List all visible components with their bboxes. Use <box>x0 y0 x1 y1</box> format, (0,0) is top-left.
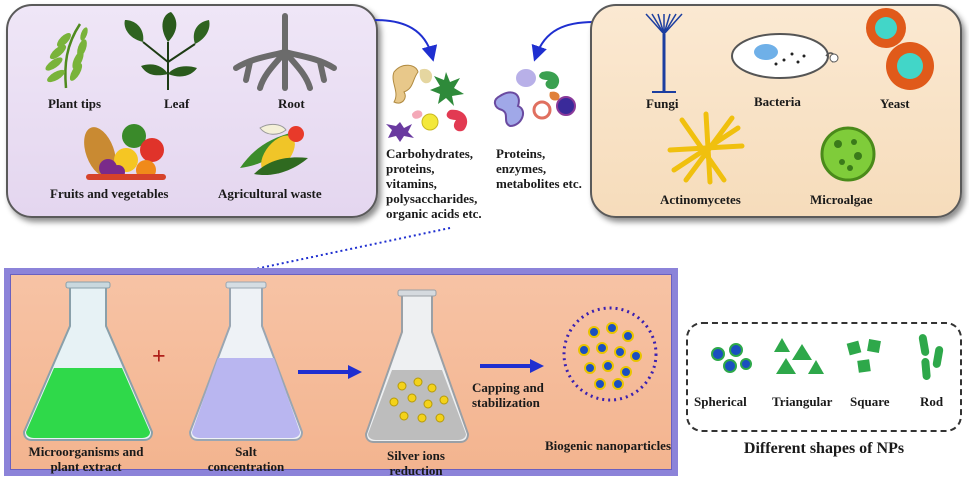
fruits-icon <box>84 124 166 180</box>
root-icon <box>233 13 337 91</box>
yeast-label: Yeast <box>880 96 910 111</box>
flask2-label-line: concentration <box>207 459 285 474</box>
spherical-label: Spherical <box>694 394 747 409</box>
plant-tips-label: Plant tips <box>48 96 102 111</box>
triangular-shape-icon <box>774 338 824 374</box>
flask1-label: Microorganisms and plant extract <box>29 444 144 474</box>
micro-biomolecule-line: enzymes, <box>496 161 547 176</box>
plant-biomolecule-line: Carbohydrates, <box>386 146 474 161</box>
plant-biomolecule-line: vitamins, <box>386 176 437 191</box>
plus-sign: + <box>152 344 166 370</box>
bacteria-icon <box>731 33 839 79</box>
microalgae-label: Microalgae <box>810 192 873 207</box>
capping-arrow <box>480 359 544 373</box>
agricultural-waste-label: Agricultural waste <box>218 186 322 201</box>
flask-icon <box>364 289 470 443</box>
shapes-caption: Different shapes of NPs <box>743 440 905 457</box>
micro-biomolecules-icon <box>494 69 576 128</box>
micro-biomolecule-line: Proteins, <box>496 146 546 161</box>
flask3-label: Silver ions reduction <box>387 448 445 478</box>
fern-icon <box>45 23 88 89</box>
flask2-label: Salt concentration <box>208 444 285 474</box>
micro-biomolecule-line: metabolites etc. <box>496 176 582 191</box>
yeast-icon <box>866 8 934 90</box>
rod-shape-icon <box>918 334 944 380</box>
reaction-arrow <box>298 365 362 379</box>
plant-biomolecules-text: Carbohydrates, proteins, vitamins, polys… <box>386 146 486 221</box>
capping-label: Capping and stabilization <box>472 380 544 410</box>
plant-biomolecule-line: polysaccharides, <box>386 191 478 206</box>
agri-waste-icon <box>240 123 308 176</box>
np-shapes-panel: Spherical Triangular Square Rod <box>686 322 962 432</box>
flask-icon <box>22 281 154 441</box>
spherical-shape-icon <box>711 343 752 373</box>
extract-to-process-arrow <box>140 227 451 298</box>
plant-biomolecules-icon <box>386 64 468 142</box>
micro-to-biomolecules-arrow <box>531 21 595 62</box>
synthesis-process-panel: + Microorganisms and plant extract Salt … <box>4 268 678 478</box>
plant-biomolecule-line: proteins, <box>386 161 435 176</box>
leaf-icon <box>124 12 210 90</box>
micro-biomolecules-text: Proteins, enzymes, metabolites etc. <box>496 146 592 191</box>
nanoparticle-icon <box>562 306 658 402</box>
square-label: Square <box>850 394 890 409</box>
fruits-vegetables-label: Fruits and vegetables <box>50 186 169 201</box>
capping-label-line: Capping and <box>472 380 544 395</box>
flask3-label-line: Silver ions <box>387 448 445 463</box>
rod-label: Rod <box>920 394 944 409</box>
microalgae-icon <box>820 126 876 182</box>
bacteria-label: Bacteria <box>754 94 801 109</box>
flask2-label-line: Salt <box>235 444 257 459</box>
square-shape-icon <box>846 339 881 373</box>
microbial-sources-panel: Fungi Bacteria Yeast Actinomycetes Micro… <box>590 4 962 218</box>
actinomycetes-label: Actinomycetes <box>660 192 741 207</box>
triangular-label: Triangular <box>772 394 833 409</box>
leaf-label: Leaf <box>164 96 190 111</box>
flask-icon <box>188 281 304 441</box>
root-label: Root <box>278 96 305 111</box>
plant-biomolecule-line: organic acids etc. <box>386 206 482 221</box>
plant-to-biomolecules-arrow <box>374 19 438 62</box>
capping-label-line: stabilization <box>472 395 540 410</box>
flask1-label-line: plant extract <box>50 459 122 474</box>
fungi-icon <box>645 13 683 93</box>
fungi-label: Fungi <box>646 96 679 111</box>
actinomycetes-icon <box>667 111 745 185</box>
flask1-label-line: Microorganisms and <box>28 444 144 459</box>
flask3-label-line: reduction <box>389 463 443 478</box>
plant-sources-panel: Plant tips Leaf Root Fruits and vegetabl… <box>6 4 378 218</box>
biogenic-nanoparticles-label: Biogenic nanoparticles <box>544 438 672 453</box>
